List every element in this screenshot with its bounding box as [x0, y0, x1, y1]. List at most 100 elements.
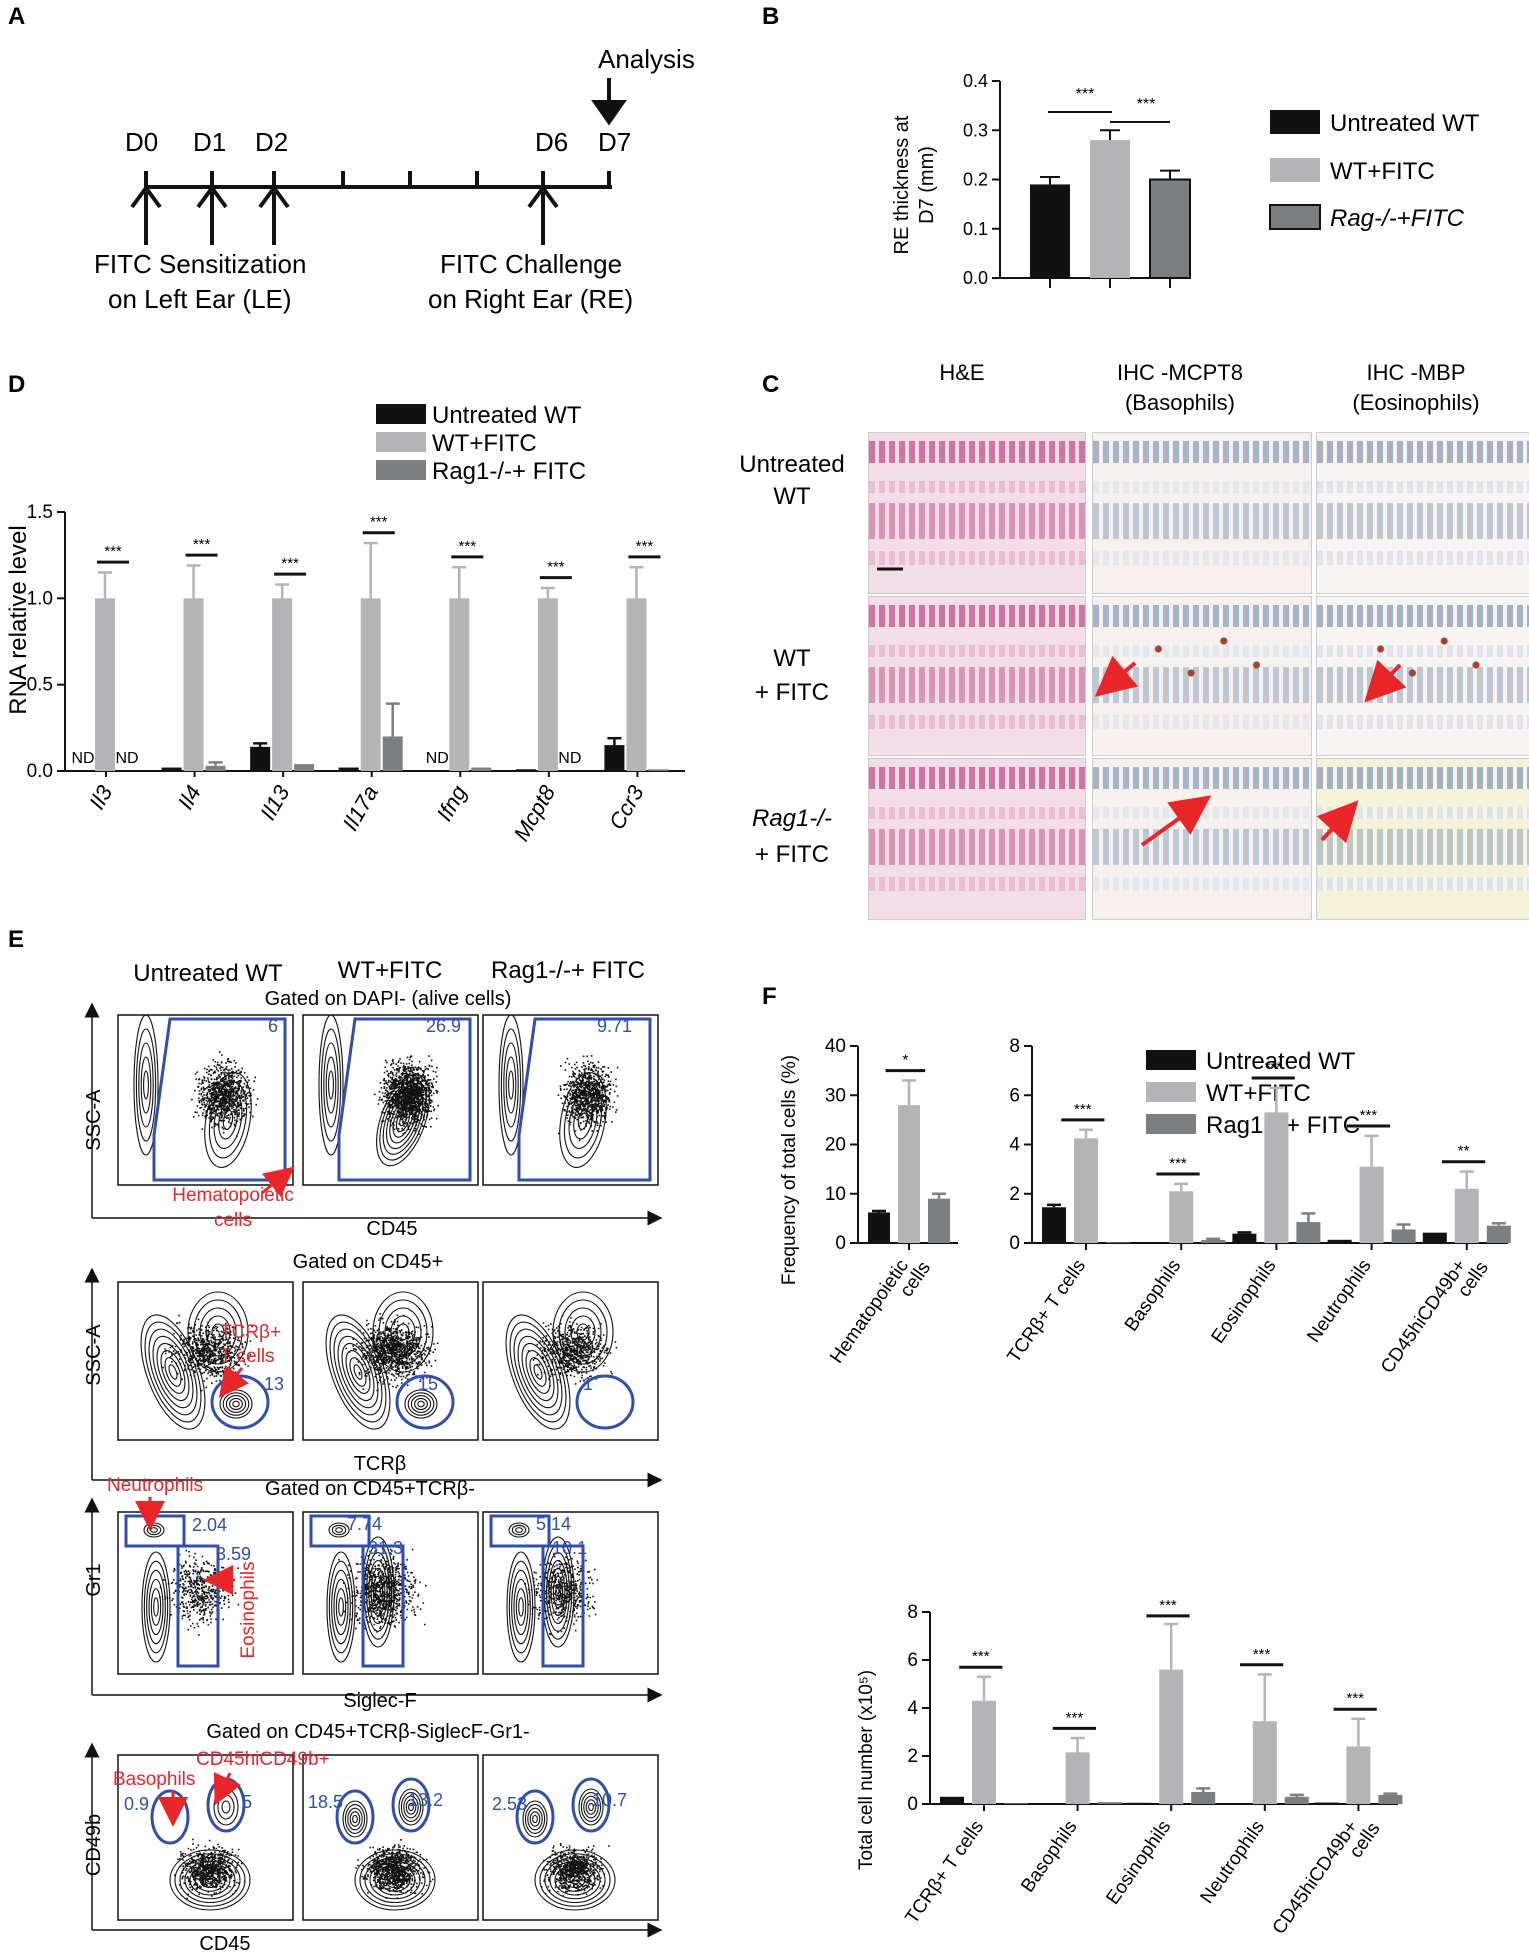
density-contour — [205, 1315, 231, 1349]
category-label: Ifng — [432, 780, 472, 825]
histology-image — [868, 596, 1086, 756]
bar — [95, 598, 115, 771]
density-contour — [375, 1583, 381, 1601]
tick-label: 0.4 — [963, 71, 988, 91]
gate-ellipse — [150, 1789, 190, 1845]
category-label: Il17a — [338, 781, 384, 835]
density-contour — [354, 1849, 436, 1911]
annotation: T cells — [220, 1346, 275, 1367]
sensitization-text: FITC Sensitization — [94, 249, 306, 279]
e-col-header: WT+FITC — [338, 957, 443, 984]
legend-label: WT+FITC — [1206, 1080, 1311, 1107]
sig-marker: *** — [459, 538, 477, 555]
tick-label: 0 — [1009, 1233, 1020, 1254]
density-contour — [408, 1802, 414, 1812]
tick-label: 20 — [825, 1135, 846, 1156]
bar — [1127, 1802, 1152, 1804]
density-contour — [344, 1804, 366, 1834]
gate-polygon — [337, 1017, 472, 1182]
c-col-header: IHC -MBP — [1367, 360, 1466, 385]
tick-label: 30 — [825, 1085, 846, 1106]
tissue-band — [1317, 551, 1529, 565]
panel-e-label: E — [8, 926, 24, 953]
tick-label: 2 — [1009, 1184, 1020, 1205]
tick-label: 0.5 — [27, 675, 53, 696]
gate-value: 31.3 — [368, 1538, 403, 1558]
d-chart: 0.00.51.01.5***Il3***Il4***Il13***Il17a*… — [27, 502, 685, 845]
density-contour — [503, 1042, 519, 1128]
plot-frame — [117, 1754, 294, 1921]
density-contour — [392, 1102, 414, 1138]
bar — [648, 769, 669, 771]
density-contour — [143, 1070, 149, 1100]
density-contour — [533, 1364, 543, 1380]
density-contour — [552, 1575, 564, 1609]
density-contour — [505, 1314, 571, 1430]
density-contour — [379, 1868, 411, 1892]
density-contour — [323, 1042, 339, 1128]
nd-label: ND — [426, 750, 449, 767]
density-contour — [353, 1364, 363, 1380]
density-contour — [370, 1567, 386, 1617]
bar — [1090, 140, 1130, 278]
sig-marker: *** — [1159, 1597, 1177, 1614]
density-contour — [187, 1291, 249, 1373]
gate-value: 15 — [418, 1374, 438, 1394]
density-contour — [337, 1335, 379, 1409]
density-contour — [342, 1800, 368, 1838]
density-contour — [570, 1315, 596, 1349]
density-contour — [368, 1560, 388, 1624]
density-contour — [396, 1323, 410, 1341]
density-contour — [213, 1090, 243, 1150]
bar — [898, 1105, 920, 1243]
nd-label: ND — [558, 750, 581, 767]
c-row-label: WT — [773, 483, 811, 510]
plot-frame — [482, 1281, 659, 1441]
density-contour — [529, 1811, 541, 1827]
density-contour — [585, 1799, 597, 1815]
axis-label: Siglec-F — [343, 1690, 416, 1712]
category-label: Neutrophils — [1303, 1256, 1375, 1347]
density-contour — [143, 1560, 169, 1654]
density-contour — [169, 1849, 251, 1911]
annotation: Hematopoietic — [172, 1185, 293, 1206]
density-contour — [168, 1364, 178, 1380]
gate-value: 1 — [583, 1374, 593, 1394]
density-contour — [150, 1588, 162, 1626]
panel-d: D Untreated WT WT+FITC Rag1-/-+ FITC RNA… — [5, 371, 685, 845]
density-contour — [378, 1299, 428, 1365]
density-contour — [549, 1860, 601, 1900]
category-label: Il3 — [84, 780, 118, 813]
bar — [272, 598, 293, 771]
density-contour — [329, 1321, 387, 1423]
tick-label: 8 — [1009, 1036, 1020, 1057]
sig-marker: *** — [370, 514, 388, 531]
density-contour — [564, 1871, 586, 1889]
gate-rect — [489, 1514, 551, 1548]
annotation: Eosinophils — [238, 1561, 259, 1658]
legend-label: Untreated WT — [432, 402, 582, 429]
histology-image — [1316, 432, 1529, 594]
density-contour — [400, 1792, 422, 1822]
bar — [1327, 1239, 1352, 1243]
category-label: Hematopoietic — [826, 1256, 913, 1368]
density-contour — [583, 1795, 599, 1819]
gate-ellipse — [571, 1777, 611, 1833]
c-row-label: + FITC — [755, 841, 829, 868]
f-legend: Untreated WT WT+FITC Rag1-/-+ FITC — [1146, 1048, 1360, 1139]
tick-label: 4 — [1009, 1135, 1020, 1156]
density-contour — [325, 1056, 337, 1114]
sig-marker: *** — [281, 555, 299, 572]
density-contour — [578, 1788, 604, 1826]
plot-frame — [117, 1014, 294, 1186]
challenge-text: FITC Challenge — [440, 249, 622, 279]
tissue-band — [1093, 481, 1311, 493]
bar — [1314, 1802, 1339, 1804]
gate-value: 2.04 — [192, 1515, 227, 1535]
bar — [1042, 1207, 1066, 1243]
density-contour — [135, 1028, 157, 1142]
bar — [1004, 1803, 1028, 1804]
axis-label: CD45 — [199, 1933, 250, 1955]
gate-value: 2.53 — [492, 1794, 527, 1814]
